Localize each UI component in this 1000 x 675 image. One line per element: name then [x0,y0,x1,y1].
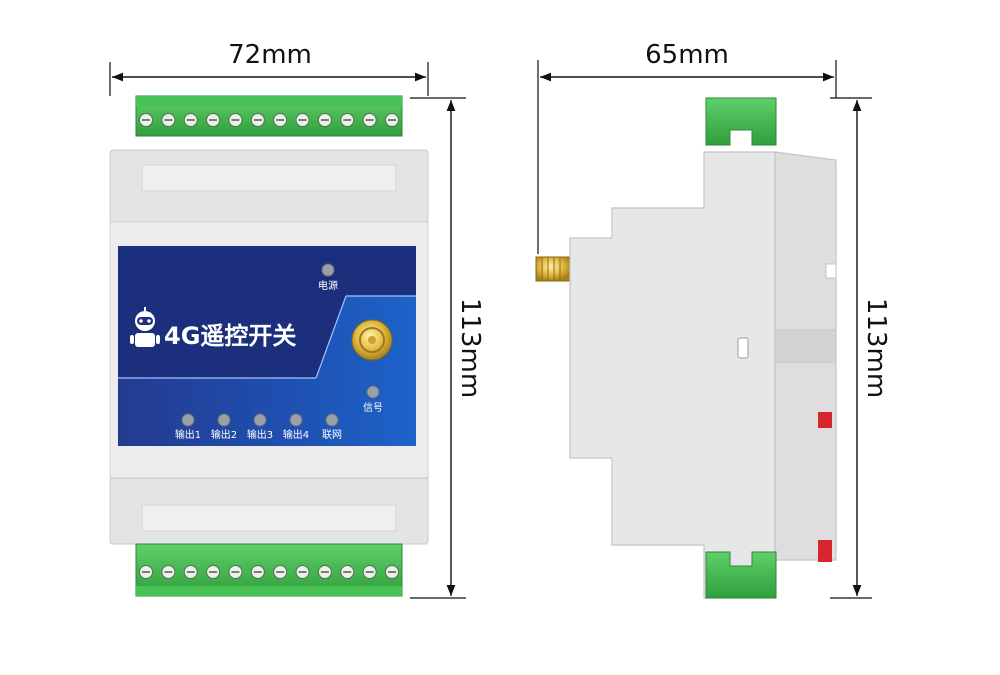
output-led-label: 输出4 [283,428,309,441]
output-led [289,413,303,427]
signal-led [366,385,380,399]
antenna-connector-icon [351,319,393,361]
side-view: 65mm 113mm [535,40,891,599]
red-latch-top [818,412,832,428]
output-led-row: 输出1 输出2 输出3 输出4 联网 [175,413,342,441]
output-led-label: 输出3 [247,428,273,441]
output-led [217,413,231,427]
width-label: 72mm [228,40,312,70]
product-name: 4G遥控开关 [164,322,296,350]
red-latch-bottom [818,540,832,562]
output-led-label: 输出2 [211,428,237,441]
front-view: 72mm 113mm [109,40,485,599]
side-bottom-terminal [705,551,777,599]
output-led [181,413,195,427]
top-terminal-block [135,95,403,137]
robot-logo-icon [130,307,160,347]
signal-led-label: 信号 [363,402,383,414]
power-led [321,263,335,277]
side-top-terminal [705,97,777,146]
depth-label: 65mm [645,40,729,70]
output-led-label: 输出1 [175,428,201,441]
side-height-label: 113mm [861,298,891,398]
antenna-stub-icon [535,256,571,282]
front-panel: 4G遥控开关 电源 信号 输出1 输出2 输出3 输出4 联网 [118,246,416,446]
side-latch-slot [737,337,749,359]
panel-dark-band [118,246,416,378]
side-housing [569,151,776,599]
front-height-label: 113mm [455,298,485,398]
output-led [325,413,339,427]
output-led [253,413,267,427]
bottom-terminal-block [135,543,403,597]
power-led-label: 电源 [318,279,338,292]
output-led-label: 联网 [322,429,342,441]
